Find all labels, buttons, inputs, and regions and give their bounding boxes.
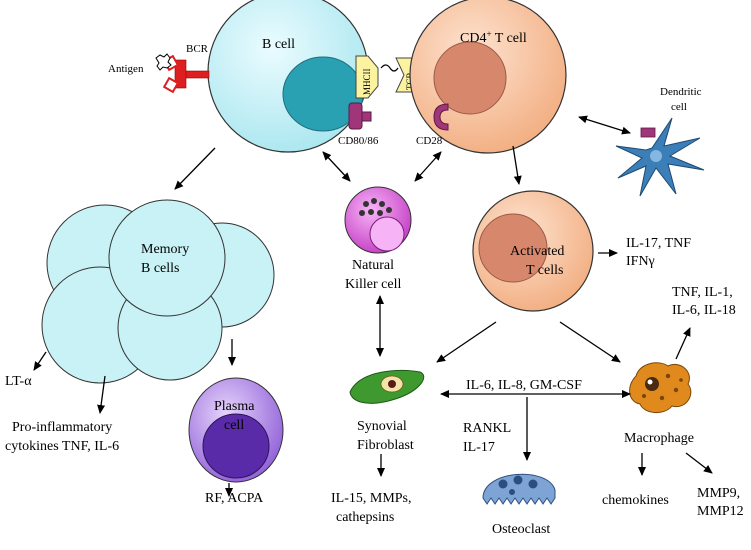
activated-label-line1: Activated <box>510 244 564 259</box>
arrow-bcell-nk <box>322 151 351 182</box>
activated-label-line2: T cells <box>526 263 563 278</box>
arrow-activated-to-macrophage <box>559 321 621 363</box>
cd80-86-label: CD80/86 <box>338 135 379 147</box>
rf-acpa-label: RF, ACPA <box>205 491 264 506</box>
macrophage-output-line1: TNF, IL-1, <box>672 285 733 300</box>
proinflammatory-label-line2: cytokines TNF, IL-6 <box>5 439 119 454</box>
plasma-label-line1: Plasma <box>214 399 255 414</box>
rankl-label-line2: IL-17 <box>463 440 495 455</box>
antigen-peptide <box>380 64 399 72</box>
dendritic-cell <box>615 117 705 197</box>
b-cell <box>207 0 369 153</box>
proinflammatory-label-line1: Pro-inflammatory <box>12 420 112 435</box>
osteoclast <box>482 473 556 505</box>
lt-alpha-label: LT-α <box>5 374 32 389</box>
chemokines-label: chemokines <box>602 493 669 508</box>
arrow-macrophage-to-mmp <box>685 452 713 474</box>
synovial-fibroblast <box>349 369 425 404</box>
arrow-memory-to-lt-alpha <box>33 351 47 371</box>
arrow-bcell-to-memory <box>174 147 216 190</box>
synovial-label-line2: Fibroblast <box>357 438 414 453</box>
nk-label-line2: Killer cell <box>345 277 401 292</box>
rankl-label-line1: RANKL <box>463 421 511 436</box>
memory-b-label-line1: Memory <box>141 242 189 257</box>
arrow-activated-to-fibroblast <box>436 321 497 363</box>
cd28-molecule <box>433 103 449 131</box>
memory-b-cells <box>41 199 275 384</box>
memory-b-label-line2: B cells <box>141 261 180 276</box>
macrophage <box>629 362 692 413</box>
bcr-label: BCR <box>186 43 209 55</box>
dendritic-cell-label-line1: Dendritic <box>660 86 702 98</box>
antigen-icon <box>155 53 172 71</box>
cd4-t-cell-label: CD4+ T cell <box>460 29 527 46</box>
arrows <box>33 115 713 497</box>
natural-killer-cell <box>344 186 412 254</box>
activated-t-cells <box>472 190 594 312</box>
il6-il8-gmcsf-label: IL-6, IL-8, GM-CSF <box>466 378 582 393</box>
arrow-tcell-dendritic <box>578 115 631 135</box>
dendritic-cell-label-line2: cell <box>671 101 687 113</box>
cd4-t-cell <box>409 0 567 154</box>
arrow-memory-to-cytokines <box>97 375 106 414</box>
nk-label-line1: Natural <box>352 258 394 273</box>
activated-output-line2: IFNγ <box>626 254 655 269</box>
plasma-label-line2: cell <box>224 418 244 433</box>
osteoclast-label: Osteoclast <box>492 522 550 537</box>
plasma-cell <box>188 377 284 483</box>
mmp-label-line2: MMP12 <box>697 504 744 519</box>
synovial-output-line2: cathepsins <box>336 510 394 525</box>
t-cell-nucleus <box>433 41 507 115</box>
macrophage-label: Macrophage <box>624 431 694 446</box>
bcr-receptor <box>162 54 210 94</box>
antigen-label: Antigen <box>108 63 144 75</box>
cd28-label: CD28 <box>416 135 443 147</box>
arrow-tcell-to-activated <box>512 145 522 185</box>
activated-output-line1: IL-17, TNF <box>626 236 691 251</box>
cd80-86-molecule <box>348 102 372 130</box>
macrophage-output-line2: IL-6, IL-18 <box>672 303 736 318</box>
mmp-label-line1: MMP9, <box>697 486 740 501</box>
b-cell-label: B cell <box>262 37 295 52</box>
arrow-tcell-nk <box>414 151 442 182</box>
nk-granules <box>359 198 392 216</box>
mhcii-molecule <box>355 55 379 99</box>
arrow-macrophage-to-cytokines <box>675 327 691 360</box>
mhcii-label: MHCII <box>362 68 372 95</box>
synovial-label-line1: Synovial <box>357 419 407 434</box>
synovial-output-line1: IL-15, MMPs, <box>331 491 412 506</box>
